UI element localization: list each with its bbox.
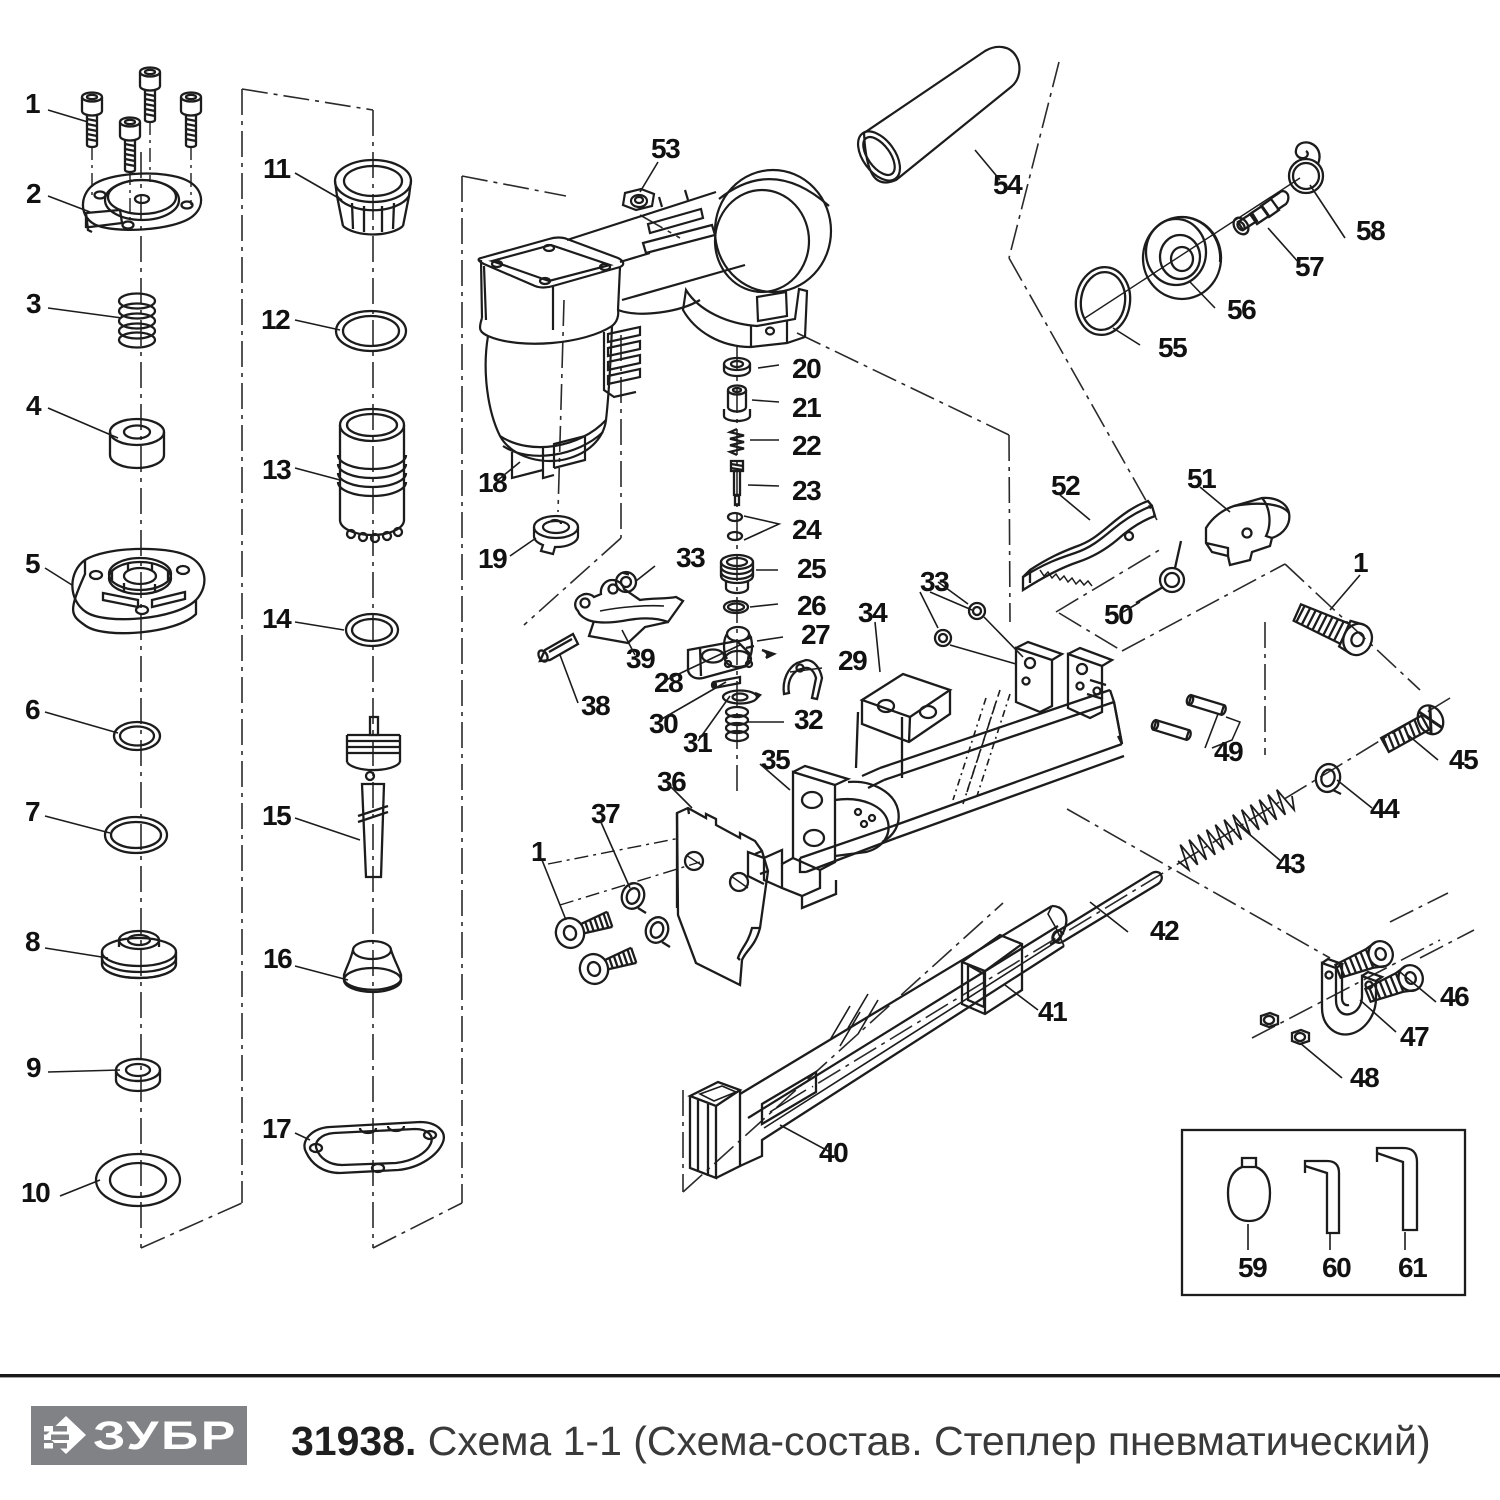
svg-text:42: 42 [1150, 915, 1179, 946]
svg-text:34: 34 [858, 597, 888, 628]
svg-text:19: 19 [478, 543, 507, 574]
svg-text:3: 3 [26, 288, 41, 319]
svg-text:59: 59 [1238, 1252, 1267, 1283]
svg-text:30: 30 [649, 708, 678, 739]
svg-text:20: 20 [792, 353, 821, 384]
svg-text:52: 52 [1051, 470, 1080, 501]
svg-text:35: 35 [761, 744, 790, 775]
svg-text:44: 44 [1370, 793, 1400, 824]
svg-text:33: 33 [920, 566, 949, 597]
svg-text:4: 4 [26, 390, 42, 421]
svg-text:23: 23 [792, 475, 821, 506]
svg-text:61: 61 [1398, 1252, 1427, 1283]
svg-text:51: 51 [1187, 463, 1216, 494]
svg-text:25: 25 [797, 553, 826, 584]
svg-text:1: 1 [25, 88, 40, 119]
svg-text:7: 7 [25, 796, 40, 827]
svg-text:58: 58 [1356, 215, 1385, 246]
svg-text:48: 48 [1350, 1062, 1379, 1093]
svg-text:31938. Схема 1-1 (Схема-состав: 31938. Схема 1-1 (Схема-состав. Степлер … [291, 1418, 1431, 1464]
svg-text:28: 28 [654, 667, 683, 698]
svg-text:8: 8 [25, 926, 40, 957]
svg-text:11: 11 [263, 153, 291, 184]
svg-text:2: 2 [26, 178, 41, 209]
svg-text:46: 46 [1440, 981, 1469, 1012]
svg-text:12: 12 [261, 304, 290, 335]
svg-text:36: 36 [657, 766, 686, 797]
svg-text:38: 38 [581, 690, 610, 721]
svg-text:45: 45 [1449, 744, 1478, 775]
svg-text:21: 21 [792, 392, 821, 423]
svg-text:22: 22 [792, 430, 821, 461]
svg-text:16: 16 [263, 943, 292, 974]
svg-text:50: 50 [1104, 599, 1133, 630]
svg-text:43: 43 [1276, 848, 1305, 879]
svg-text:33: 33 [676, 542, 705, 573]
svg-text:56: 56 [1227, 294, 1256, 325]
svg-text:27: 27 [801, 619, 830, 650]
svg-text:31: 31 [683, 727, 712, 758]
svg-text:32: 32 [794, 704, 823, 735]
svg-text:29: 29 [838, 645, 867, 676]
svg-text:26: 26 [797, 590, 826, 621]
svg-text:ЗУБР: ЗУБР [93, 1414, 238, 1458]
svg-text:14: 14 [262, 603, 292, 634]
svg-text:13: 13 [262, 454, 291, 485]
svg-text:15: 15 [262, 800, 291, 831]
svg-text:53: 53 [651, 133, 680, 164]
svg-text:55: 55 [1158, 332, 1187, 363]
svg-text:1: 1 [1353, 547, 1368, 578]
svg-text:57: 57 [1295, 251, 1324, 282]
svg-text:18: 18 [478, 467, 507, 498]
svg-text:9: 9 [26, 1052, 41, 1083]
svg-text:6: 6 [25, 694, 40, 725]
svg-text:47: 47 [1400, 1021, 1429, 1052]
svg-text:54: 54 [993, 169, 1023, 200]
svg-text:37: 37 [591, 798, 620, 829]
svg-text:60: 60 [1322, 1252, 1351, 1283]
svg-text:24: 24 [792, 514, 822, 545]
svg-text:41: 41 [1038, 996, 1067, 1027]
svg-text:17: 17 [262, 1113, 291, 1144]
svg-text:1: 1 [531, 836, 546, 867]
svg-text:5: 5 [25, 548, 40, 579]
svg-text:10: 10 [21, 1177, 50, 1208]
svg-text:40: 40 [819, 1137, 848, 1168]
